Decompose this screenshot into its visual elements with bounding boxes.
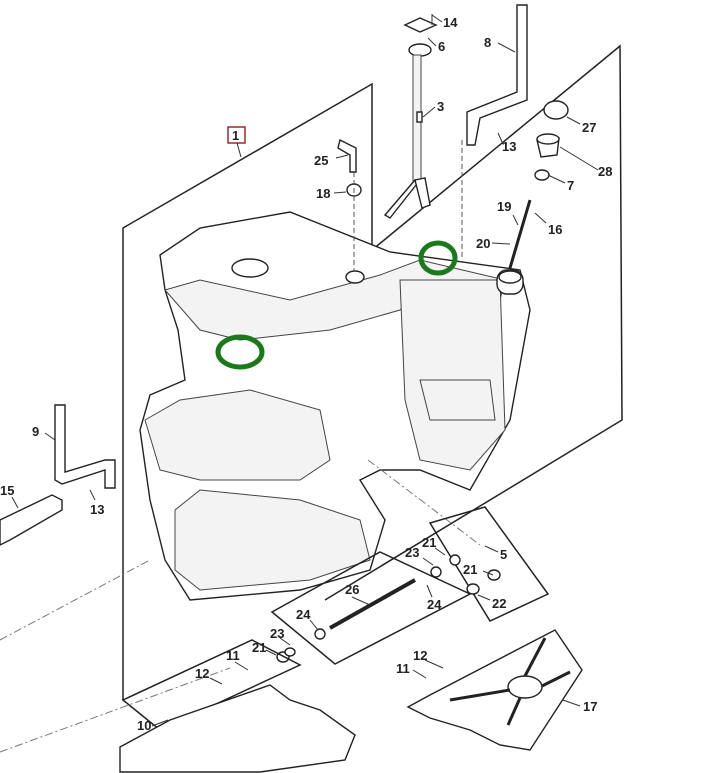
callout-20: 20 <box>476 236 490 251</box>
callout-12-right: 12 <box>413 648 427 663</box>
callout-23-b: 23 <box>270 626 284 641</box>
callout-13-top: 13 <box>502 139 516 154</box>
callout-labels: 14 6 3 8 13 27 28 7 25 18 19 16 20 9 15 … <box>0 15 612 733</box>
leader-lines <box>11 14 599 727</box>
callout-28: 28 <box>598 164 612 179</box>
callout-21-a: 21 <box>422 535 436 550</box>
callout-5: 5 <box>500 547 507 562</box>
hose-26 <box>329 578 416 630</box>
callout-1-box <box>227 126 246 144</box>
callout-21-b: 21 <box>463 562 477 577</box>
callout-1-label: 1 <box>232 128 239 143</box>
callout-6: 6 <box>438 39 445 54</box>
callout-21-c: 21 <box>252 640 266 655</box>
o-ring-7 <box>534 169 550 181</box>
callout-15: 15 <box>0 483 14 498</box>
fuel-tank <box>139 211 531 601</box>
callout-1: 1 <box>227 126 246 158</box>
vent-hose-16 <box>508 199 532 269</box>
callout-19: 19 <box>497 199 511 214</box>
callout-24-a: 24 <box>427 597 442 612</box>
callout-10: 10 <box>137 718 151 733</box>
highlight-circle-right <box>418 240 458 276</box>
callout-22: 22 <box>492 596 506 611</box>
callout-7: 7 <box>567 178 574 193</box>
callout-12-left: 12 <box>195 666 209 681</box>
gasket-part <box>403 17 438 33</box>
strap-part <box>0 494 63 546</box>
callout-27: 27 <box>582 120 596 135</box>
callout-23-a: 23 <box>405 545 419 560</box>
plate-17-part <box>406 629 583 751</box>
callout-13-left: 13 <box>90 502 104 517</box>
bracket-9-part <box>54 404 116 489</box>
cap-parts <box>534 100 569 181</box>
skid-plate-part <box>119 684 356 773</box>
callout-11-left: 11 <box>226 648 240 663</box>
callout-18: 18 <box>316 186 330 201</box>
callout-24-b: 24 <box>296 607 311 622</box>
callout-17: 17 <box>583 699 597 714</box>
callout-25: 25 <box>314 153 328 168</box>
fuel-sender-part <box>383 14 438 219</box>
fitting-25 <box>337 138 357 173</box>
callout-9: 9 <box>32 424 39 439</box>
callout-14: 14 <box>443 15 458 30</box>
fuel-cap-27 <box>543 100 569 120</box>
callout-11-right: 11 <box>396 661 410 676</box>
highlight-circle-left <box>215 334 265 370</box>
bracket-8-part <box>466 4 528 146</box>
callout-26: 26 <box>345 582 359 597</box>
callout-8: 8 <box>484 35 491 50</box>
callout-16: 16 <box>548 222 562 237</box>
callout-3: 3 <box>437 99 444 114</box>
